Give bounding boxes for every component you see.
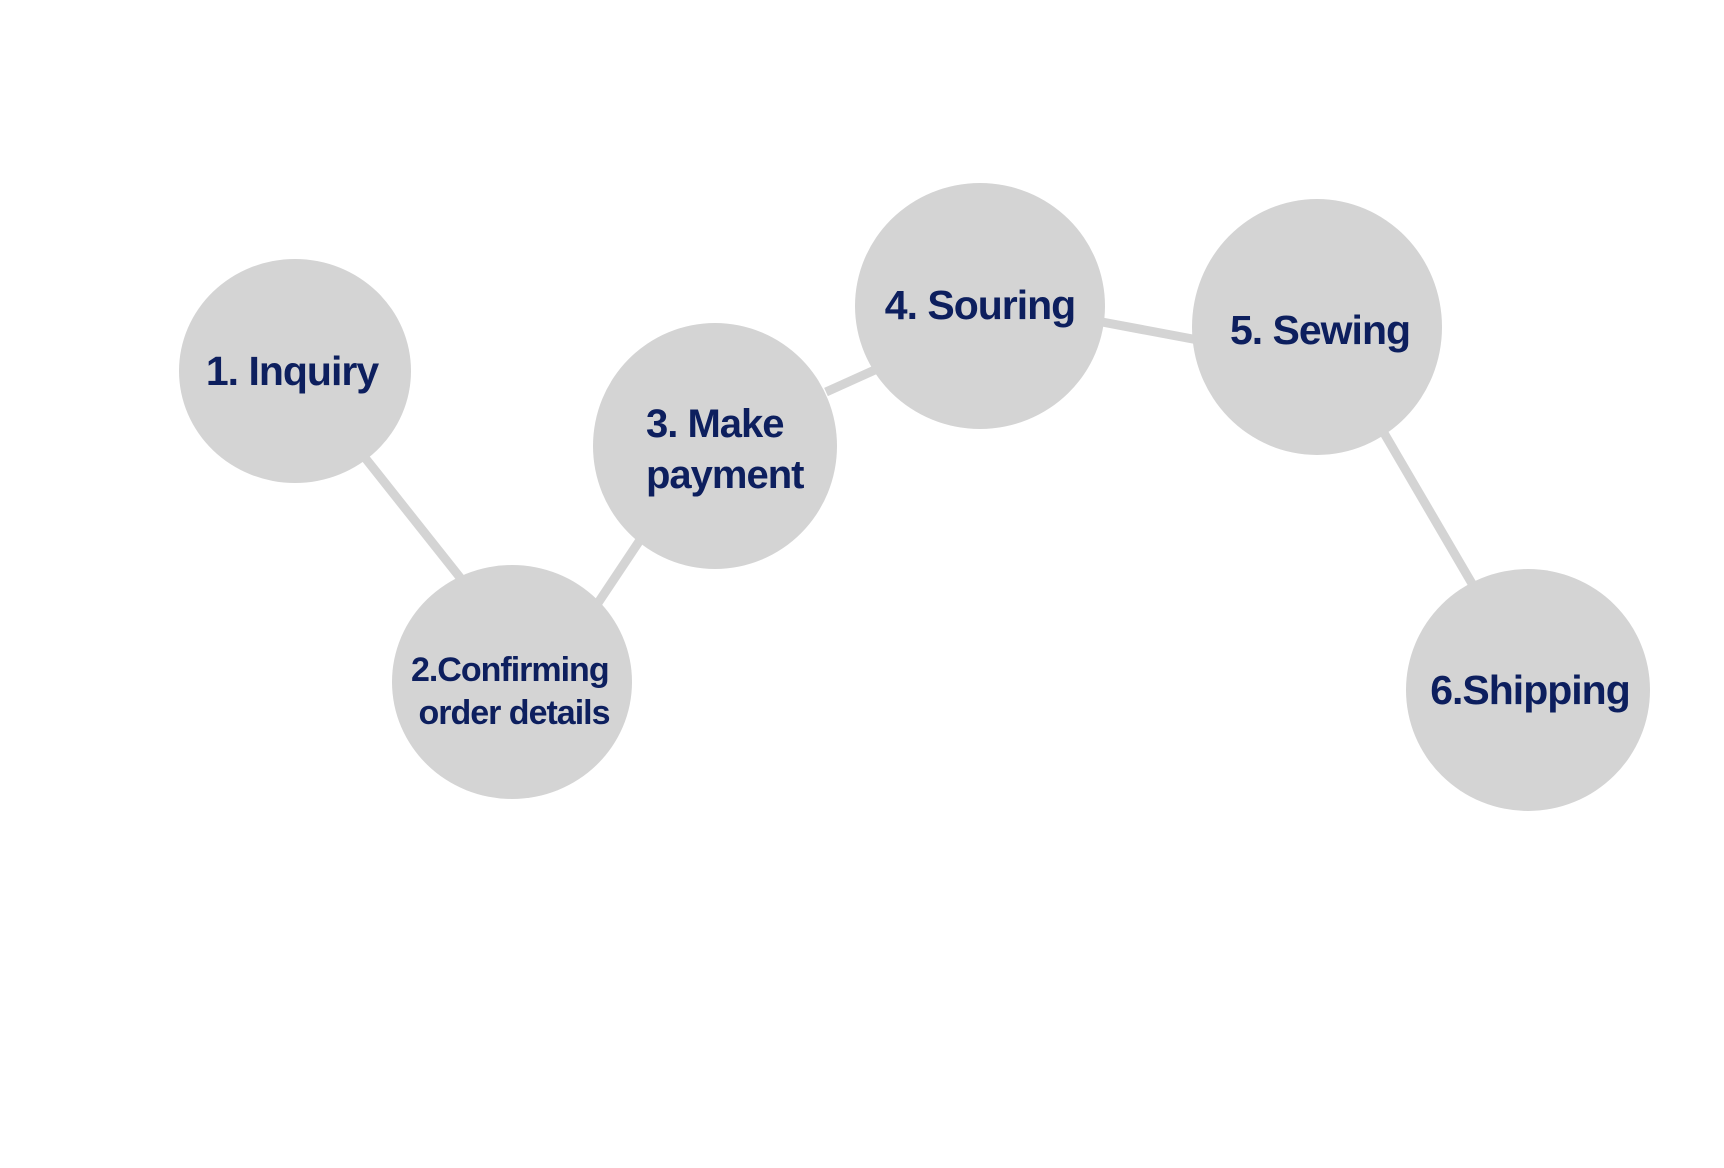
step-label: 6.Shipping	[1430, 667, 1630, 713]
step-label-line: 6.Shipping	[1430, 667, 1630, 713]
node-circle	[1406, 569, 1650, 811]
step-node-payment: 3. Make payment	[593, 323, 837, 569]
step-label-line: 2.Confirming	[411, 651, 609, 689]
step-label-line: order details	[418, 694, 609, 732]
step-label: 4. Souring	[885, 282, 1075, 328]
connector-confirm-payment	[594, 537, 644, 606]
step-label: 1. Inquiry	[206, 348, 379, 394]
connector-souring-sewing	[1101, 317, 1199, 345]
step-node-confirm: 2.Confirming order details	[392, 565, 632, 799]
step-label-line: 5. Sewing	[1230, 307, 1410, 353]
step-label: 3. Make payment	[646, 402, 804, 497]
connector-inquiry-confirm	[362, 456, 466, 583]
connector-group	[362, 317, 1478, 606]
node-circle	[179, 259, 411, 483]
step-node-souring: 4. Souring	[855, 183, 1105, 429]
step-label-line: 1. Inquiry	[206, 348, 379, 394]
step-label-line: 3. Make	[646, 402, 784, 446]
step-label: 2.Confirming order details	[411, 651, 617, 732]
node-circle	[1192, 199, 1442, 455]
node-circle	[593, 323, 837, 569]
step-label-line: 4. Souring	[885, 282, 1075, 328]
node-circle	[392, 565, 632, 799]
connector-sewing-shipping	[1380, 430, 1478, 590]
connector-payment-souring	[824, 364, 879, 397]
step-label: 5. Sewing	[1230, 307, 1410, 353]
step-label-line: payment	[646, 453, 804, 497]
node-circle	[855, 183, 1105, 429]
step-node-sewing: 5. Sewing	[1192, 199, 1442, 455]
step-node-inquiry: 1. Inquiry	[179, 259, 411, 483]
step-node-shipping: 6.Shipping	[1406, 569, 1650, 811]
